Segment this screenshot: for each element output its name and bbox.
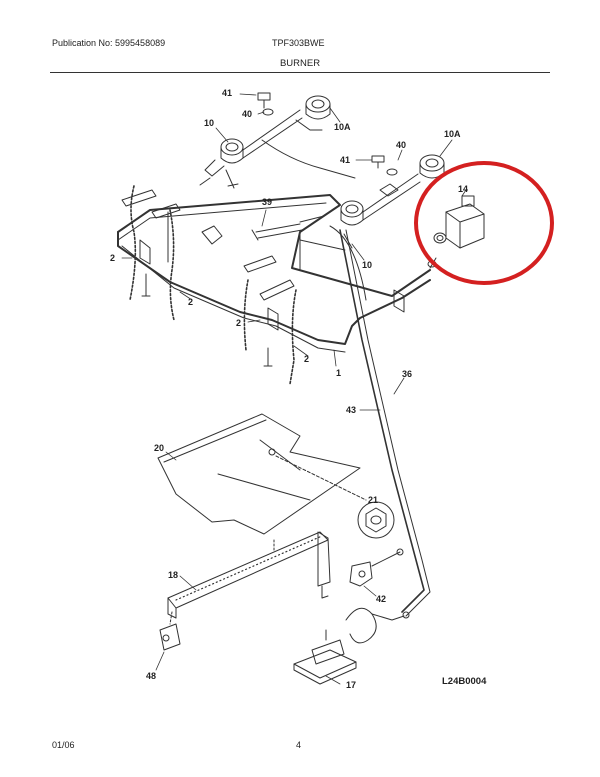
callout-36: 36 <box>402 369 412 379</box>
model-number: TPF303BWE <box>272 38 325 48</box>
callout-10: 10 <box>362 260 372 270</box>
callout-42: 42 <box>376 594 386 604</box>
section-title: BURNER <box>279 58 321 69</box>
callout-1: 1 <box>336 368 341 378</box>
broil-burner <box>167 531 331 619</box>
callout-labels: 41 40 10 10A 40 41 10A 14 39 2 2 2 2 10 … <box>110 88 468 690</box>
callout-48: 48 <box>146 671 156 681</box>
oven-valve <box>293 607 410 685</box>
igniter-electrodes <box>121 185 297 385</box>
leader-lines <box>121 93 467 685</box>
burner-shield <box>157 413 361 535</box>
callout-17: 17 <box>346 680 356 690</box>
capillary-tube-upper <box>261 139 356 179</box>
callout-2: 2 <box>188 297 193 307</box>
callout-2: 2 <box>236 318 241 328</box>
burner-assembly-right <box>340 154 445 249</box>
orifice-holder <box>251 215 325 241</box>
callout-14: 14 <box>458 184 468 194</box>
footer-page-number: 4 <box>296 740 302 750</box>
burner-assembly-left <box>199 95 331 189</box>
callout-18: 18 <box>168 570 178 580</box>
callout-41: 41 <box>222 88 232 98</box>
callout-2: 2 <box>110 253 115 263</box>
line-bracket <box>349 548 404 587</box>
callout-20: 20 <box>154 443 164 453</box>
nut-detail <box>275 455 395 539</box>
callout-39: 39 <box>262 197 272 207</box>
callout-2: 2 <box>304 354 309 364</box>
wire-clip <box>201 225 223 245</box>
publication-number: Publication No: 5995458089 <box>52 38 166 48</box>
highlight-circle <box>414 161 554 285</box>
pressure-regulator <box>427 195 485 269</box>
callout-10: 10 <box>204 118 214 128</box>
mounting-screws <box>141 273 273 367</box>
footer-date: 01/06 <box>52 740 75 750</box>
callout-40: 40 <box>396 140 406 150</box>
manifold-frame <box>117 194 431 353</box>
gas-supply-tube <box>329 225 431 617</box>
callout-21: 21 <box>368 495 378 505</box>
callout-40: 40 <box>242 109 252 119</box>
callout-41: 41 <box>340 155 350 165</box>
callout-43: 43 <box>346 405 356 415</box>
ignitor-bracket <box>159 611 181 651</box>
callout-10a: 10A <box>334 122 351 132</box>
diagram-code: L24B0004 <box>442 676 487 687</box>
callout-10a: 10A <box>444 129 461 139</box>
header-divider <box>50 72 550 73</box>
